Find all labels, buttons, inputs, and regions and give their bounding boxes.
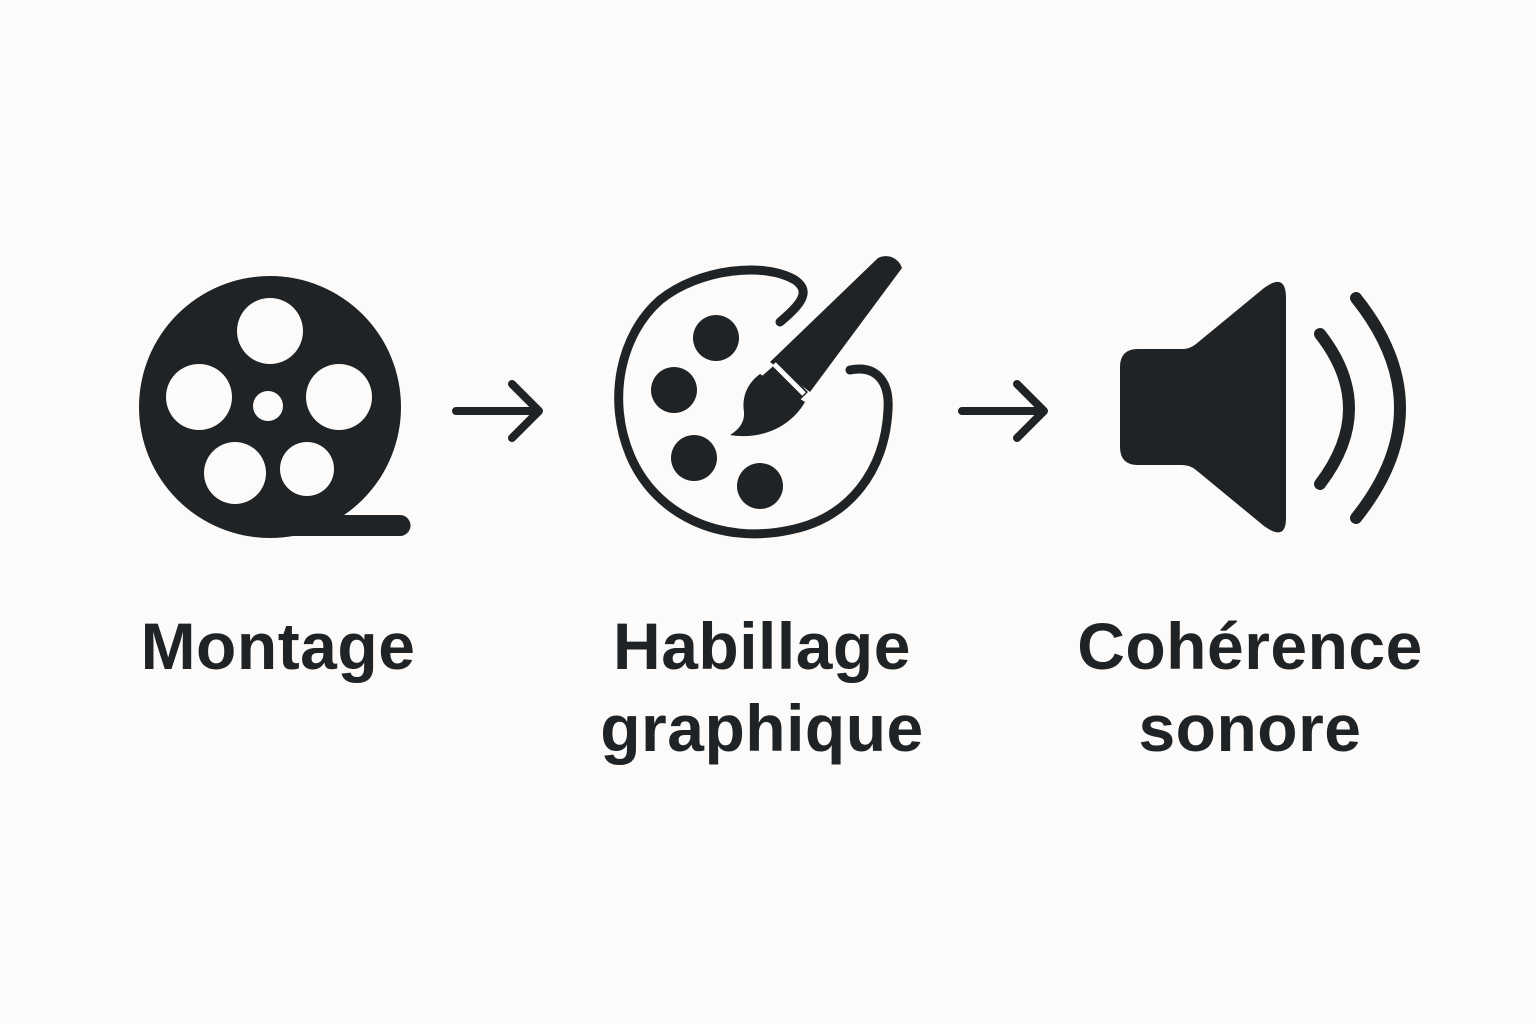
step-label-coherence: Cohérence sonore (1040, 605, 1460, 769)
film-reel-icon (139, 276, 411, 538)
label-line: Montage (140, 609, 416, 683)
label-line: sonore (1138, 691, 1362, 765)
connector-arrow-2 (952, 376, 1056, 448)
step-label-habillage: Habillage graphique (552, 605, 972, 769)
label-line: graphique (600, 691, 924, 765)
palette-brush-icon (614, 256, 902, 539)
arrow-right-icon (452, 380, 543, 442)
step-label-montage: Montage (68, 605, 488, 687)
arrow-right-icon (958, 380, 1048, 442)
step-montage (130, 265, 420, 550)
speaker-icon (1120, 281, 1406, 533)
label-line: Cohérence (1077, 609, 1423, 683)
connector-arrow-1 (446, 376, 550, 448)
step-coherence (1110, 270, 1420, 540)
label-line: Habillage (613, 609, 911, 683)
step-habillage (606, 240, 916, 550)
